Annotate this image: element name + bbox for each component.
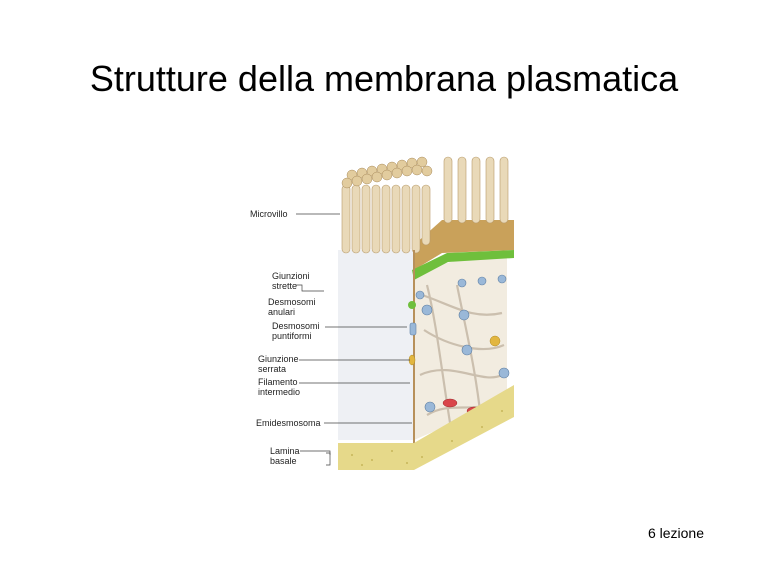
cell-cortex [414, 220, 514, 270]
microvilli-tops [341, 156, 433, 189]
left-cell-body [338, 250, 413, 440]
label-filamento-intermedio: Filamento intermedio [258, 377, 301, 397]
slide-title: Strutture della membrana plasmatica [89, 58, 679, 99]
label-lamina-basale: Lamina basale [270, 446, 300, 466]
basal-lamina [338, 385, 514, 470]
basal-lamina-texture [351, 410, 503, 466]
label-desmosomi-anulari: Desmosomi anulari [268, 297, 316, 317]
label-microvillo: Microvillo [250, 209, 288, 219]
microvilli-right [443, 156, 509, 224]
cell-illustration [252, 145, 520, 475]
label-emidesmosoma: Emidesmosoma [256, 418, 321, 428]
leader-lines [296, 213, 412, 466]
slide-footer: 6 lezione [647, 525, 704, 541]
label-giunzione-serrata: Giunzione serrata [258, 354, 299, 374]
label-desmosomi-puntiformi: Desmosomi puntiformi [272, 321, 320, 341]
microvilli-left [341, 184, 431, 254]
tight-junction-band [412, 250, 514, 280]
label-giunzioni-strette: Giunzioni strette [272, 271, 310, 291]
tight-junction-dot [408, 301, 416, 309]
desmosomes [409, 274, 510, 413]
cell-junctions-figure: Microvillo Giunzioni strette Desmosomi a… [250, 145, 520, 475]
